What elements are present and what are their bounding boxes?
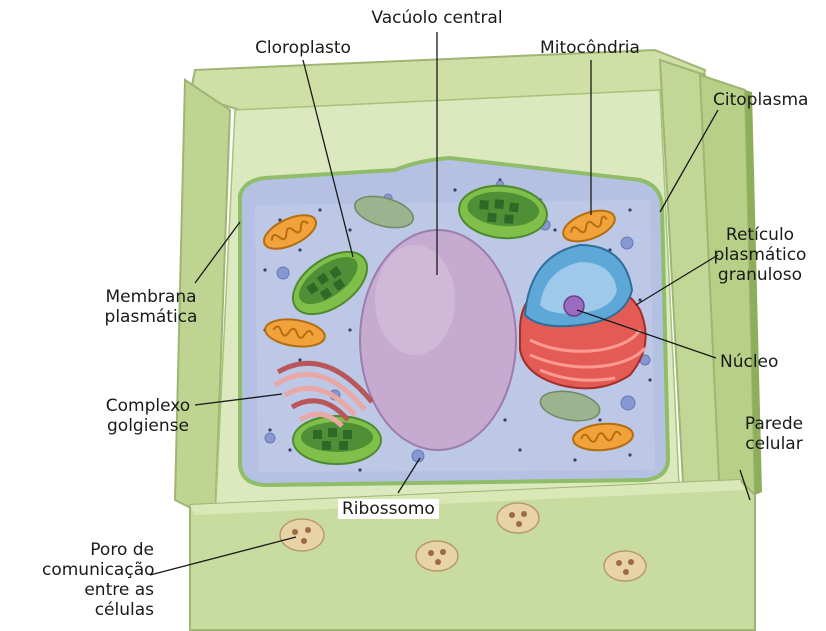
label-membrana-line2: plasmática xyxy=(96,307,206,327)
label-mitocondria: Mitocôndria xyxy=(520,38,660,58)
label-cloroplasto: Cloroplasto xyxy=(248,38,358,58)
label-vacuolo-central: Vacúolo central xyxy=(367,8,507,28)
front-wall xyxy=(190,480,755,630)
label-complexo-golgiense: Complexo golgiense xyxy=(98,396,198,436)
label-reticulo-line1: Retículo xyxy=(700,225,820,245)
label-poro-line2: comunicação xyxy=(42,560,154,580)
label-reticulo: Retículo plasmático granuloso xyxy=(700,225,820,285)
label-parede-line2: celular xyxy=(735,434,813,454)
label-poro-line4: células xyxy=(42,600,154,620)
label-parede-line1: Parede xyxy=(735,414,813,434)
label-complexo-line1: Complexo xyxy=(98,396,198,416)
label-membrana-line1: Membrana xyxy=(96,287,206,307)
label-poro-de-comunicacao: Poro de comunicação entre as células xyxy=(42,540,154,620)
label-membrana-plasmatica: Membrana plasmática xyxy=(96,287,206,327)
label-poro-line1: Poro de xyxy=(42,540,154,560)
label-citoplasma: Citoplasma xyxy=(713,90,808,110)
label-reticulo-line3: granuloso xyxy=(700,265,820,285)
label-parede-celular: Parede celular xyxy=(735,414,813,454)
label-ribossomo: Ribossomo xyxy=(338,499,439,519)
label-poro-line3: entre as xyxy=(42,580,154,600)
label-complexo-line2: golgiense xyxy=(98,416,198,436)
label-reticulo-line2: plasmático xyxy=(700,245,820,265)
label-nucleo: Núcleo xyxy=(720,352,778,372)
